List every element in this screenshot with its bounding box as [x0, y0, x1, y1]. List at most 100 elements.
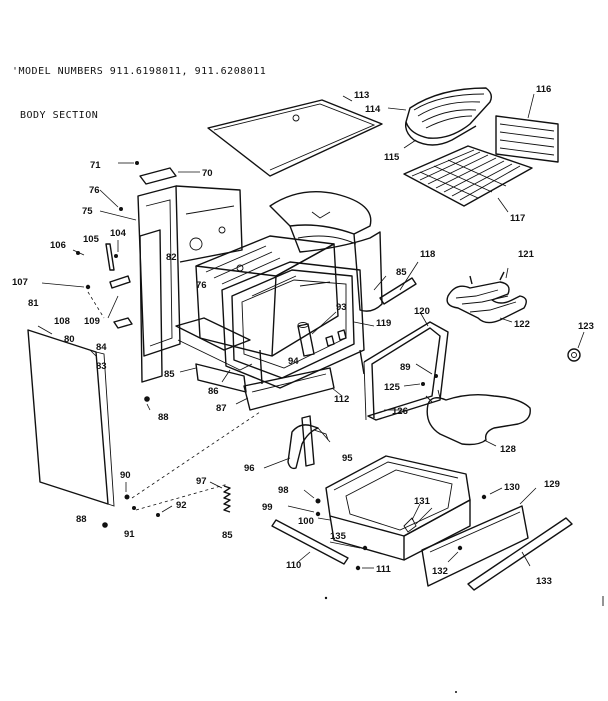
insulation-wrap-part[interactable] — [269, 191, 383, 312]
top-panel-part[interactable] — [207, 99, 383, 177]
leader-115 — [403, 139, 417, 149]
side-frame-part[interactable] — [137, 185, 243, 383]
door-gasket-part[interactable] — [363, 321, 449, 421]
callout-84: 84 — [96, 342, 107, 353]
leader-85b — [373, 275, 387, 291]
callout-123: 123 — [578, 321, 594, 332]
leader-129 — [519, 487, 537, 505]
leader-114 — [387, 107, 407, 111]
callout-114: 114 — [365, 104, 381, 115]
leader-135 — [329, 541, 361, 549]
hinge-hardware-part[interactable] — [105, 243, 133, 329]
callout-85: 85 — [222, 530, 233, 541]
leader-132 — [447, 551, 459, 563]
callout-120: 120 — [414, 306, 430, 317]
callout-83: 83 — [96, 361, 107, 372]
callout-109: 109 — [84, 316, 100, 327]
leader-76a — [99, 189, 119, 208]
callout-90: 90 — [120, 470, 131, 481]
callout-71: 71 — [90, 160, 101, 171]
leader-121 — [505, 267, 509, 279]
callout-98: 98 — [278, 485, 289, 496]
side-rod-part[interactable] — [379, 277, 417, 305]
rear-vent-part[interactable] — [495, 115, 559, 163]
leader-87 — [235, 397, 249, 405]
broiler-pan-part[interactable] — [404, 87, 493, 146]
lower-front-panel-part[interactable] — [195, 363, 335, 411]
top-bracket-part[interactable] — [139, 167, 177, 185]
callout-95: 95 — [342, 453, 353, 464]
leader-106 — [72, 249, 85, 256]
callout-96: 96 — [244, 463, 255, 474]
leader-118 — [399, 261, 419, 291]
callout-99: 99 — [262, 502, 273, 513]
callout-89: 89 — [400, 362, 411, 373]
gas-valve-part[interactable] — [287, 415, 329, 470]
leader-81 — [37, 325, 53, 335]
callout-112: 112 — [334, 394, 349, 405]
leader-108 — [87, 291, 105, 319]
leader-98 — [303, 489, 315, 499]
drawer-rail-part[interactable] — [271, 519, 349, 565]
drawer-front-panel-part[interactable] — [421, 505, 529, 587]
knob-part[interactable] — [567, 348, 581, 362]
callout-119: 119 — [376, 318, 391, 329]
callout-110: 110 — [286, 560, 301, 571]
kick-rail-part[interactable] — [467, 517, 573, 591]
leader-110 — [297, 551, 311, 563]
callout-76: 76 — [89, 185, 100, 196]
oven-rack-part[interactable] — [403, 145, 533, 207]
leader-85a — [179, 367, 197, 373]
leader-97 — [209, 481, 223, 489]
model-numbers-header: 'MODEL NUMBERS 911.6198011, 911.6208011 — [12, 66, 267, 77]
callout-97: 97 — [196, 476, 207, 487]
leader-88a — [146, 403, 151, 411]
callout-87: 87 — [216, 403, 227, 414]
leader-99 — [287, 505, 315, 513]
callout-93: 93 — [336, 302, 347, 313]
oven-cavity-part[interactable] — [175, 235, 339, 371]
leader-123 — [577, 331, 585, 349]
leader-100 — [317, 517, 331, 521]
callout-75: 75 — [82, 206, 93, 217]
leader-109 — [107, 295, 119, 319]
callout-108: 108 — [54, 316, 70, 327]
alignment-line-b — [135, 483, 229, 511]
burner-tube-part[interactable] — [297, 322, 347, 357]
callout-80: 80 — [64, 334, 75, 345]
callout-82: 82 — [166, 252, 177, 263]
callout-126: 126 — [392, 406, 408, 417]
callout-76: 76 — [196, 280, 207, 291]
callout-129: 129 — [544, 479, 560, 490]
callout-117: 117 — [510, 213, 525, 224]
callout-106: 106 — [50, 240, 66, 251]
spring-part[interactable] — [223, 485, 231, 513]
leader-122 — [499, 317, 513, 323]
leader-92 — [161, 505, 173, 513]
leader-113 — [342, 95, 353, 102]
callout-122: 122 — [514, 319, 530, 330]
leader-120 — [419, 311, 429, 327]
callout-100: 100 — [298, 516, 314, 527]
callout-81: 81 — [28, 298, 39, 309]
callout-85: 85 — [164, 369, 175, 380]
side-panel-part[interactable] — [27, 329, 115, 507]
leader-125 — [403, 383, 421, 387]
callout-125: 125 — [384, 382, 401, 393]
callout-88: 88 — [158, 412, 169, 423]
oven-front-frame-part[interactable] — [221, 261, 365, 389]
callout-86: 86 — [208, 386, 219, 397]
leader-107 — [41, 282, 85, 288]
callout-94: 94 — [288, 356, 299, 367]
bake-element-part[interactable] — [446, 271, 527, 324]
leader-133 — [521, 551, 531, 567]
callout-111: 111 — [376, 564, 392, 575]
broil-element-part[interactable] — [425, 389, 531, 446]
scan-speck — [455, 691, 457, 693]
section-title: BODY SECTION — [20, 110, 99, 121]
callout-133: 133 — [536, 576, 552, 587]
leader-89 — [415, 363, 433, 375]
callout-115: 115 — [384, 152, 400, 163]
storage-drawer-part[interactable] — [325, 455, 471, 561]
